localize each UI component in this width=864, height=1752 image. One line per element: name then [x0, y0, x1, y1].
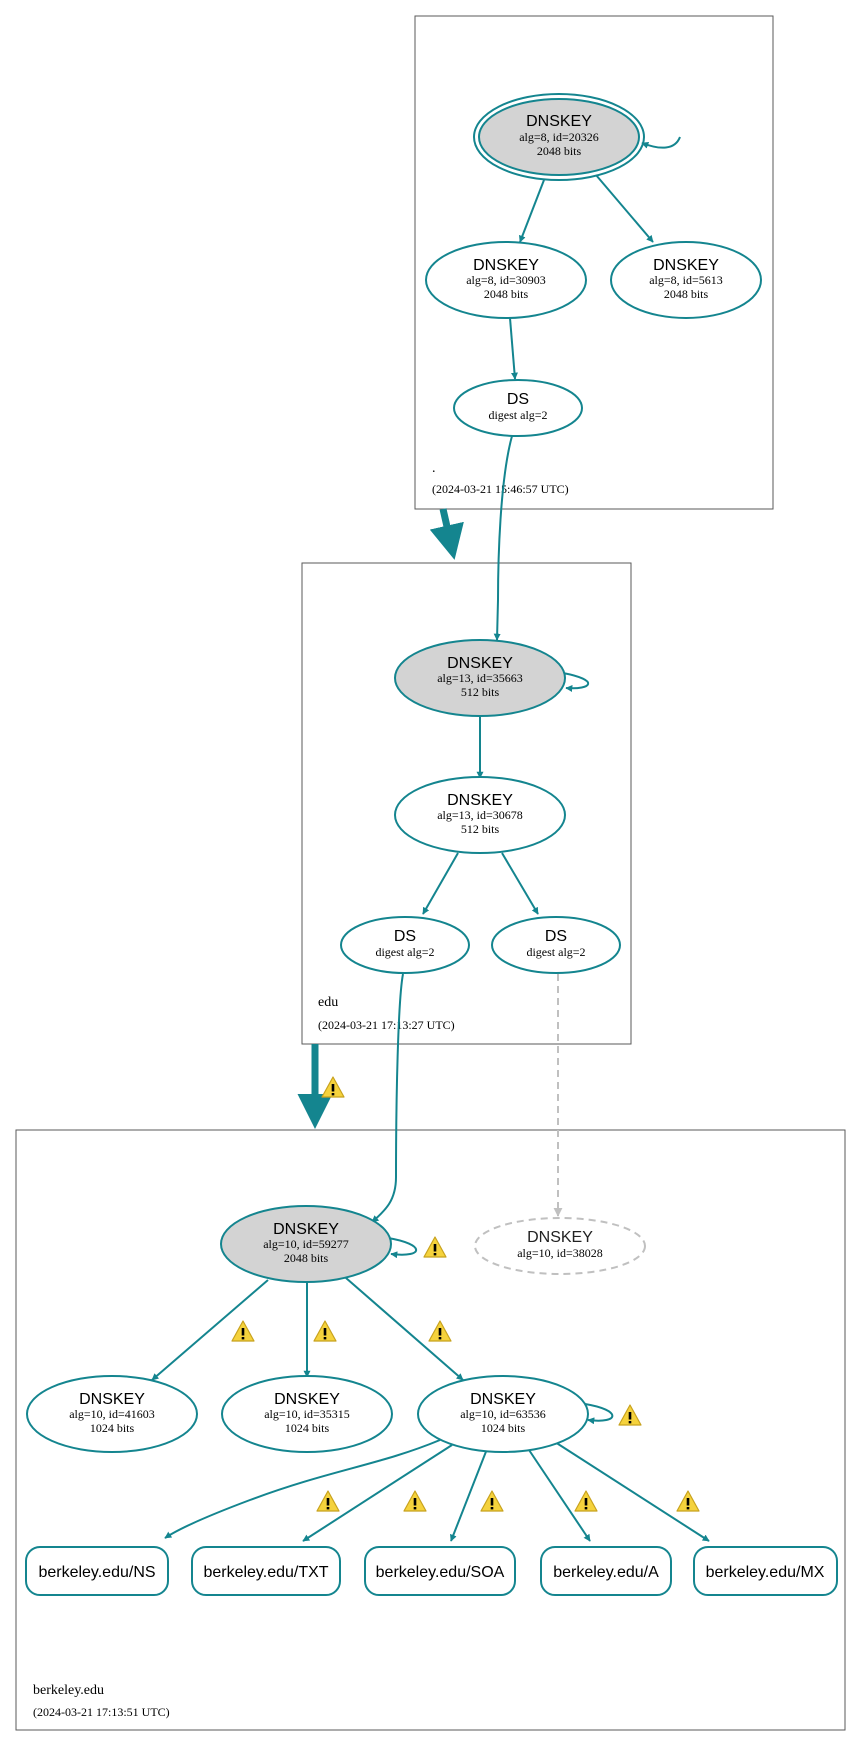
- root-zsk1-node[interactable]: DNSKEY alg=8, id=30903 2048 bits: [425, 241, 587, 319]
- rrset-txt-node[interactable]: berkeley.edu/TXT: [191, 1546, 341, 1596]
- rrset-a-label: berkeley.edu/A: [553, 1564, 659, 1581]
- edu-zsk-params: alg=13, id=30678: [437, 808, 523, 822]
- root-ksk-self-edge: [641, 136, 681, 149]
- root-ds-to-edu-ksk-edge: [493, 435, 513, 641]
- berkeley-key63536-self-edge: [584, 1403, 614, 1425]
- root-ksk-to-zsk1-edge: [519, 179, 545, 243]
- zone-edu-name: edu: [318, 995, 338, 1010]
- root-ksk-params: alg=8, id=20326: [519, 130, 599, 144]
- key41603-params: alg=10, id=41603: [69, 1407, 155, 1421]
- rrset-a-node[interactable]: berkeley.edu/A: [540, 1546, 672, 1596]
- root-ksk-node[interactable]: DNSKEY alg=8, id=20326 2048 bits: [473, 93, 645, 181]
- berkeley-ksk-node[interactable]: DNSKEY alg=10, id=59277 2048 bits: [220, 1205, 392, 1283]
- key63536-to-txt-edge: [302, 1444, 453, 1542]
- edu-ksk-title: DNSKEY: [447, 655, 513, 672]
- rrset-ns-node[interactable]: berkeley.edu/NS: [25, 1546, 169, 1596]
- berkeley-missing-key-params: alg=10, id=38028: [517, 1246, 603, 1260]
- key63536-to-ns-edge: [164, 1439, 441, 1539]
- berkeley-key41603-node[interactable]: DNSKEY alg=10, id=41603 1024 bits: [26, 1375, 198, 1453]
- key63536-to-mx-edge: [554, 1441, 710, 1542]
- root-zsk1-params: alg=8, id=30903: [466, 273, 546, 287]
- edu-ds1-to-berkeley-ksk-edge: [371, 973, 404, 1223]
- berkeley-ksk-title: DNSKEY: [273, 1221, 339, 1238]
- root-ds-digest: digest alg=2: [488, 408, 547, 422]
- rrset-mx-node[interactable]: berkeley.edu/MX: [693, 1546, 838, 1596]
- edu-ds1-title: DS: [394, 928, 416, 945]
- key63536-title: DNSKEY: [470, 1391, 536, 1408]
- edu-ds2-node[interactable]: DS digest alg=2: [491, 916, 621, 974]
- rrset-mx-label: berkeley.edu/MX: [706, 1564, 825, 1581]
- zone-edu-timestamp: (2024-03-21 17:13:27 UTC): [318, 1018, 455, 1032]
- berkeley-key35315-node[interactable]: DNSKEY alg=10, id=35315 1024 bits: [221, 1375, 393, 1453]
- root-ds-title: DS: [507, 391, 529, 408]
- zone-root-timestamp: (2024-03-21 15:46:57 UTC): [432, 482, 569, 496]
- edu-ds1-digest: digest alg=2: [375, 945, 434, 959]
- root-ksk-title: DNSKEY: [526, 113, 592, 130]
- rrset-soa-node[interactable]: berkeley.edu/SOA: [364, 1546, 516, 1596]
- berkeley-ksk-to-key41603-edge: [151, 1279, 269, 1381]
- edu-ksk-size: 512 bits: [461, 685, 500, 699]
- root-zsk1-size: 2048 bits: [484, 287, 529, 301]
- zone-berkeley-timestamp: (2024-03-21 17:13:51 UTC): [33, 1705, 170, 1719]
- edu-ds1-node[interactable]: DS digest alg=2: [340, 916, 470, 974]
- root-zsk2-size: 2048 bits: [664, 287, 709, 301]
- key63536-params: alg=10, id=63536: [460, 1407, 546, 1421]
- key63536-to-soa-edge: [450, 1448, 488, 1542]
- warning-icon[interactable]: [321, 1076, 345, 1098]
- berkeley-ksk-size: 2048 bits: [284, 1251, 329, 1265]
- berkeley-ksk-params: alg=10, id=59277: [263, 1237, 349, 1251]
- rrset-soa-label: berkeley.edu/SOA: [376, 1564, 505, 1581]
- berkeley-ksk-self-edge: [387, 1237, 418, 1259]
- berkeley-missing-key-title: DNSKEY: [527, 1229, 593, 1246]
- edu-ksk-node[interactable]: DNSKEY alg=13, id=35663 512 bits: [394, 639, 566, 717]
- key63536-size: 1024 bits: [481, 1421, 526, 1435]
- root-zsk2-title: DNSKEY: [653, 257, 719, 274]
- delegation-root-edu-arrow: [429, 508, 464, 560]
- edu-ksk-self-edge: [562, 672, 590, 692]
- root-zsk1-to-ds-edge: [509, 317, 518, 380]
- root-ds-node[interactable]: DS digest alg=2: [453, 379, 583, 437]
- root-ksk-size: 2048 bits: [537, 144, 582, 158]
- zone-berkeley-name: berkeley.edu: [33, 1683, 104, 1698]
- edu-zsk-to-ds2-edge: [501, 852, 539, 915]
- key41603-title: DNSKEY: [79, 1391, 145, 1408]
- key63536-to-a-edge: [526, 1446, 591, 1542]
- edu-zsk-size: 512 bits: [461, 822, 500, 836]
- berkeley-missing-key-node[interactable]: DNSKEY alg=10, id=38028: [474, 1217, 646, 1275]
- key35315-params: alg=10, id=35315: [264, 1407, 350, 1421]
- edu-zsk-title: DNSKEY: [447, 792, 513, 809]
- rrset-txt-label: berkeley.edu/TXT: [203, 1564, 328, 1581]
- edu-ds2-digest: digest alg=2: [526, 945, 585, 959]
- edu-zsk-to-ds1-edge: [422, 852, 459, 915]
- berkeley-ksk-to-key63536-edge: [345, 1277, 464, 1381]
- key35315-title: DNSKEY: [274, 1391, 340, 1408]
- key41603-size: 1024 bits: [90, 1421, 135, 1435]
- root-ksk-to-zsk2-edge: [595, 174, 654, 243]
- root-zsk2-params: alg=8, id=5613: [649, 273, 723, 287]
- root-zsk1-title: DNSKEY: [473, 257, 539, 274]
- rrset-ns-label: berkeley.edu/NS: [38, 1564, 155, 1581]
- key35315-size: 1024 bits: [285, 1421, 330, 1435]
- root-zsk2-node[interactable]: DNSKEY alg=8, id=5613 2048 bits: [610, 241, 762, 319]
- berkeley-key63536-node[interactable]: DNSKEY alg=10, id=63536 1024 bits: [417, 1375, 589, 1453]
- edu-zsk-node[interactable]: DNSKEY alg=13, id=30678 512 bits: [394, 776, 566, 854]
- edu-ds2-title: DS: [545, 928, 567, 945]
- zone-root-name: .: [432, 461, 436, 476]
- edu-ksk-params: alg=13, id=35663: [437, 671, 523, 685]
